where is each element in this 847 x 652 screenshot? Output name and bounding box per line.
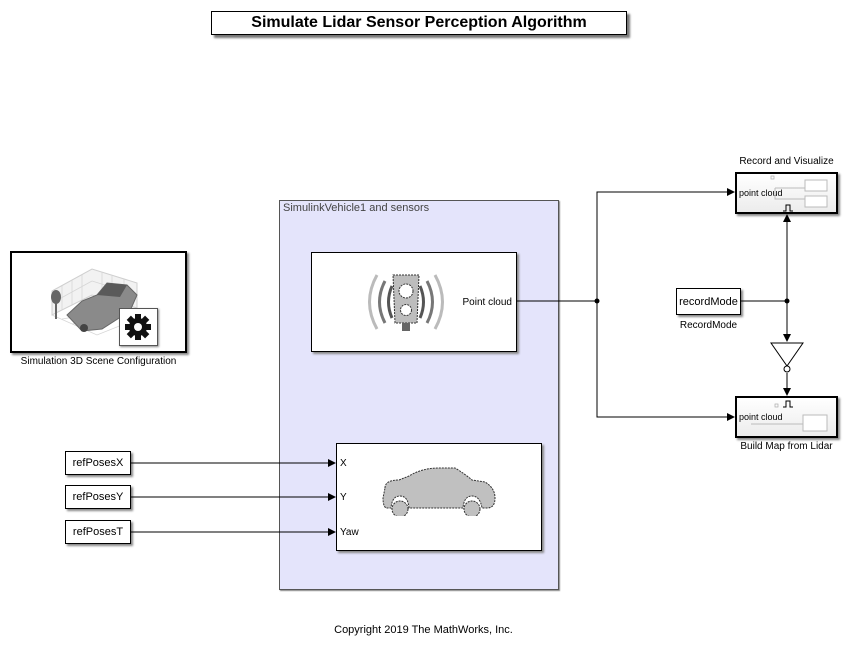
branch-point [784,298,790,304]
build-map-preview [751,403,828,432]
lidar-sensor-block[interactable]: Point cloud [311,252,517,352]
constant-block-refposesx[interactable]: refPosesX [65,451,131,475]
vehicle-input-port-yaw: Yaw [340,527,359,538]
scene-config-block[interactable] [10,251,187,353]
subsystem-area-title: SimulinkVehicle1 and sensors [283,202,430,214]
signal-line-to-record [596,188,735,301]
branch-point [594,298,600,304]
record-mode-label: RecordMode [679,320,738,331]
vehicle-input-port-y: Y [340,492,347,503]
logical-not-icon [770,342,804,373]
build-map-block[interactable]: point cloud [735,396,838,438]
signal-line-to-build-map [596,301,735,421]
gear-icon [125,314,151,340]
constant-block-refposest[interactable]: refPosesT [65,520,131,544]
copyright-text: Copyright 2019 The MathWorks, Inc. [334,624,513,636]
lidar-sensor-icon [368,274,444,331]
record-mode-block[interactable]: recordMode [676,288,741,315]
record-visualize-input-port: point cloud [739,188,783,198]
build-map-title: Build Map from Lidar [740,441,833,452]
model-title: Simulate Lidar Sensor Perception Algorit… [211,11,627,35]
vehicle-input-port-x: X [340,458,347,469]
scene-config-label: Simulation 3D Scene Configuration [20,356,177,367]
record-visualize-title: Record and Visualize [739,156,834,167]
scene-config-settings [119,308,158,346]
build-map-input-port: point cloud [739,412,783,422]
scene-3d-icon [51,268,138,336]
vehicle-block[interactable]: X Y Yaw [336,443,542,551]
car-icon [382,467,496,516]
enable-pulse-icon [783,204,793,212]
record-visualize-block[interactable]: point cloud [735,172,838,214]
record-visualize-preview [770,175,828,208]
enable-pulse-icon [783,400,793,408]
constant-block-refposesy[interactable]: refPosesY [65,485,131,509]
point-cloud-output-port: Point cloud [462,297,512,308]
